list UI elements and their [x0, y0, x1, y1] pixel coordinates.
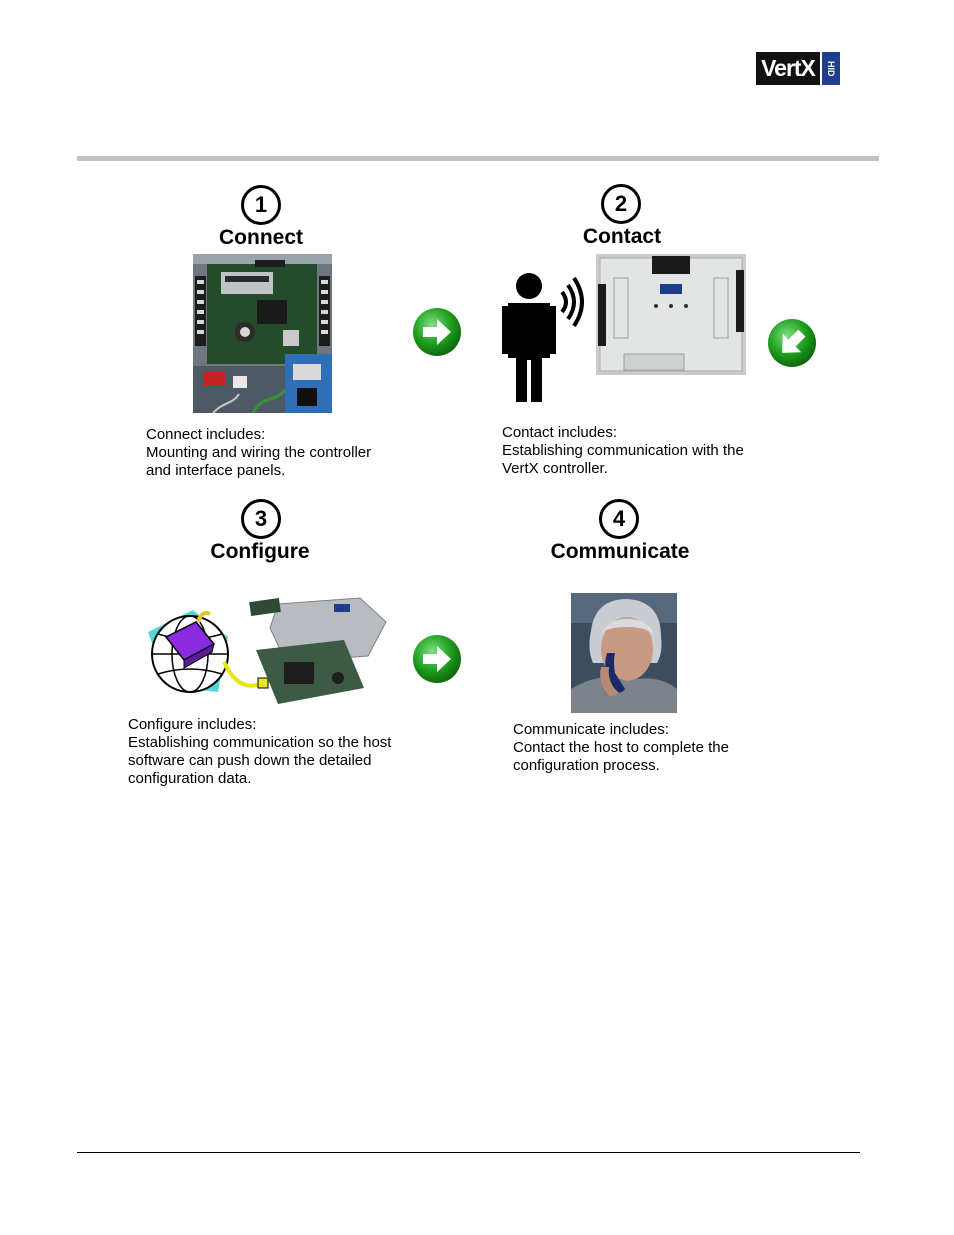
arrow-down-left-icon: [767, 318, 817, 368]
step-2-number: 2: [601, 184, 641, 224]
step-3-desc-line: software can push down the detailed: [128, 752, 391, 770]
logo-wordmark: VertX: [756, 52, 820, 85]
logo-hid-mark: HID: [822, 52, 840, 85]
step-1-desc-line: and interface panels.: [146, 462, 371, 480]
step-1-desc-line: Connect includes:: [146, 426, 371, 444]
step-4-desc-line: configuration process.: [513, 757, 729, 775]
step-1-title: Connect: [181, 226, 341, 250]
step-2-desc-line: Establishing communication with the: [502, 442, 744, 460]
footer-divider: [77, 1152, 860, 1153]
step-4-desc-line: Communicate includes:: [513, 721, 729, 739]
step-3-desc-line: Configure includes:: [128, 716, 391, 734]
vertx-controller-photo: [596, 254, 746, 375]
step-2-description: Contact includes: Establishing communica…: [502, 424, 744, 478]
arrow-right-icon: [412, 634, 462, 684]
step-3-description: Configure includes: Establishing communi…: [128, 716, 391, 788]
step-4-title: Communicate: [520, 540, 720, 564]
step-3-desc-line: configuration data.: [128, 770, 391, 788]
person-signal-icon: [500, 270, 594, 405]
step-1-description: Connect includes: Mounting and wiring th…: [146, 426, 371, 480]
arrow-right-icon: [412, 307, 462, 357]
step-1-desc-line: Mounting and wiring the controller: [146, 444, 371, 462]
person-on-phone-photo: [571, 593, 677, 713]
step-1-number: 1: [241, 185, 281, 225]
step-2-desc-line: VertX controller.: [502, 460, 744, 478]
step-3-desc-line: Establishing communication so the host: [128, 734, 391, 752]
step-2-title: Contact: [542, 225, 702, 249]
step-3-title: Configure: [170, 540, 350, 564]
step-4-number: 4: [599, 499, 639, 539]
step-4-description: Communicate includes: Contact the host t…: [513, 721, 729, 775]
header-divider: [77, 156, 879, 161]
network-controller-illustration: [138, 592, 388, 709]
controller-board-photo: [193, 254, 332, 413]
step-2-desc-line: Contact includes:: [502, 424, 744, 442]
step-3-number: 3: [241, 499, 281, 539]
step-4-desc-line: Contact the host to complete the: [513, 739, 729, 757]
vertx-logo: VertX HID: [756, 52, 840, 85]
